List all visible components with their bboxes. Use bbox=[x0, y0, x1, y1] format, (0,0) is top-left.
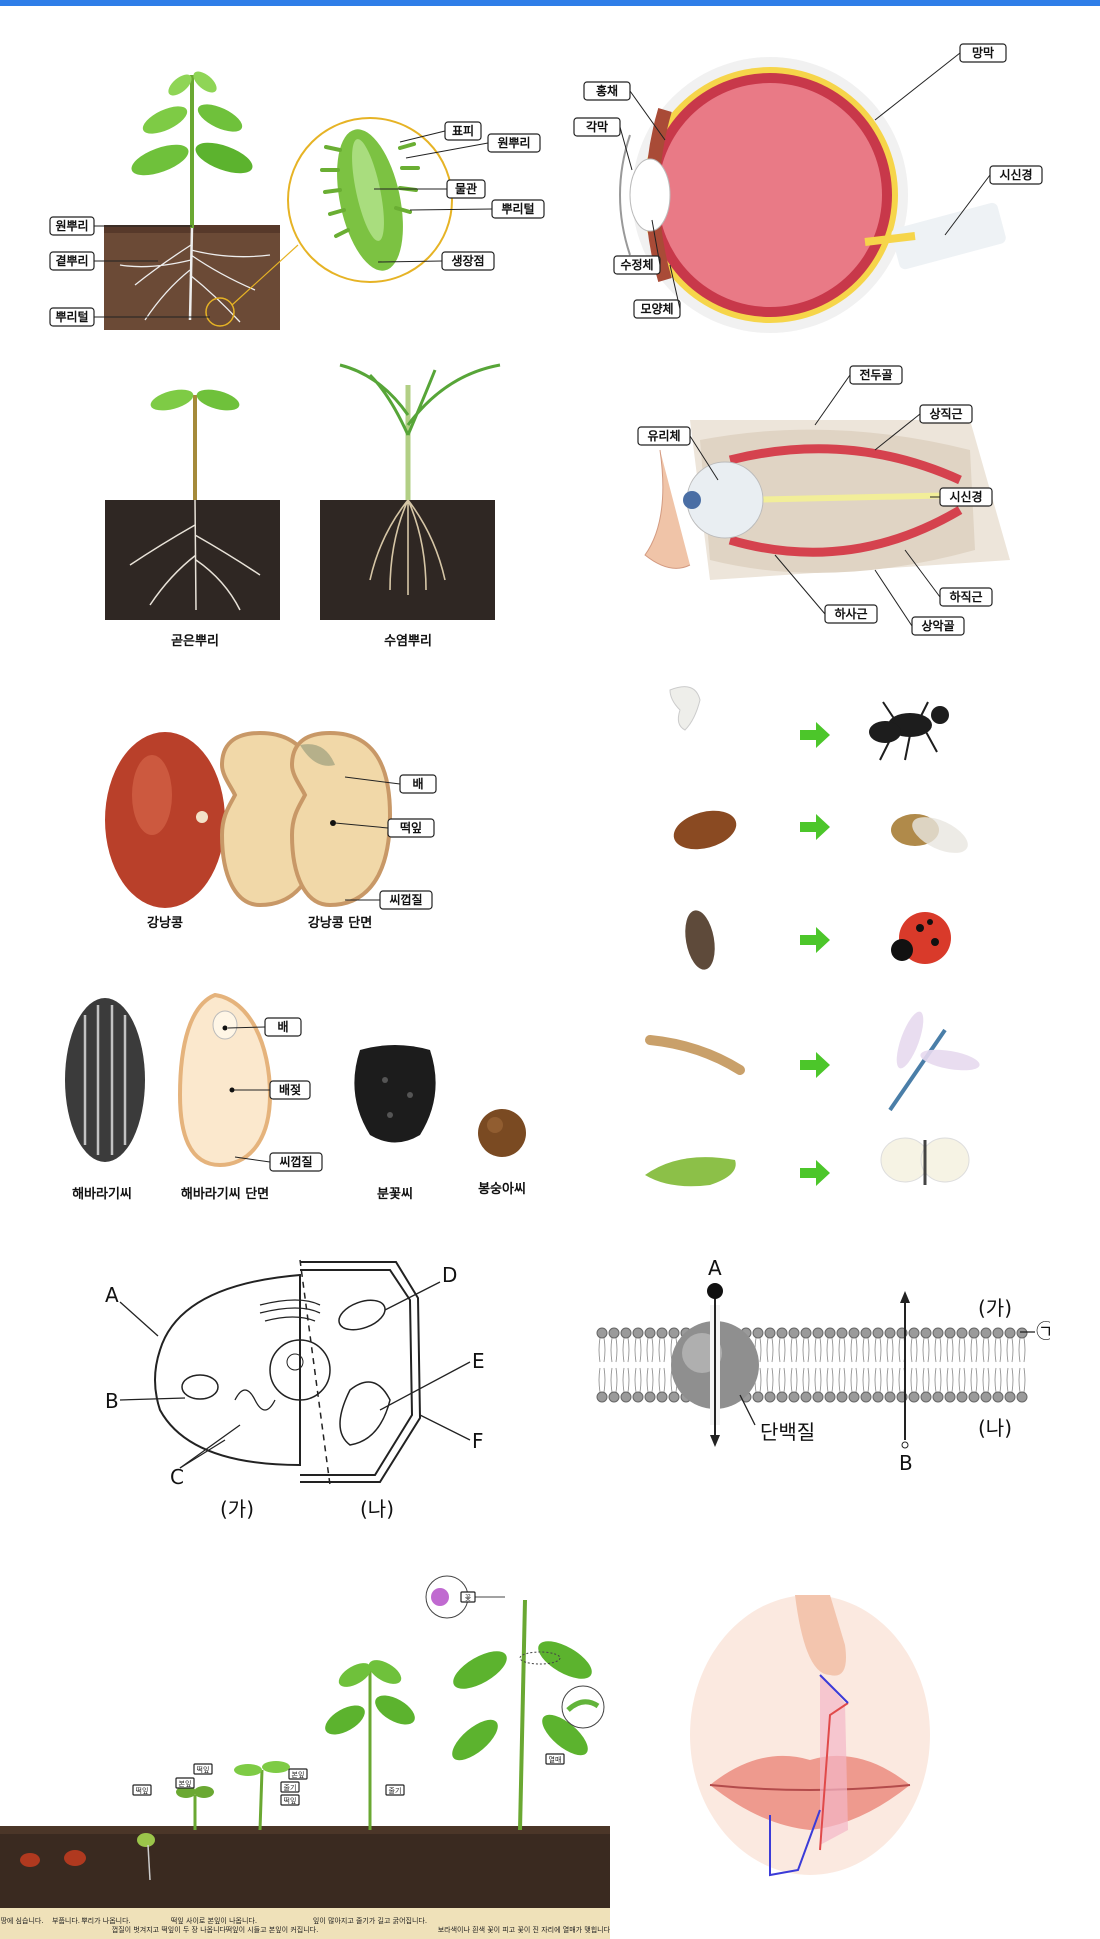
muscle-label-frontal-bone: 전두골 bbox=[859, 367, 892, 382]
growth-label-9: 열매 bbox=[549, 1756, 562, 1764]
eye-label-lens: 수정체 bbox=[620, 257, 653, 272]
eye-label-cornea: 각막 bbox=[586, 119, 608, 134]
muscle-label-superior-rectus: 상직근 bbox=[929, 406, 962, 421]
caption-four-oclock-seed: 분꽃씨 bbox=[377, 1187, 413, 1202]
root-structure-illustration: 원뿌리 곁뿌리 뿌리털 표피 원뿌리 물관 뿌리털 생장점 bbox=[49, 71, 545, 330]
membrane-label-protein: 단백질 bbox=[760, 1420, 815, 1444]
root-label-main: 원뿌리 bbox=[55, 218, 88, 233]
insect-illustration bbox=[645, 686, 980, 1187]
lips-panel bbox=[680, 1585, 940, 1885]
eye-label-ciliary-body: 모양체 bbox=[640, 301, 673, 316]
muscle-label-inferior-rectus: 하직근 bbox=[949, 589, 982, 604]
root-label-hair: 뿌리털 bbox=[55, 309, 88, 324]
insect-metamorphosis-panel bbox=[640, 670, 1020, 1210]
eye-structure-illustration: 망막 홍채 각막 시신경 수정체 모양체 bbox=[573, 43, 1043, 333]
insect-row-ant bbox=[669, 686, 949, 761]
top-accent-bar bbox=[0, 0, 1100, 6]
zoom-label-epidermis: 표피 bbox=[452, 123, 474, 138]
growth-label-5: 줄기 bbox=[284, 1783, 297, 1792]
seed-label-seed-coat: 씨껍질 bbox=[279, 1155, 312, 1169]
eye-muscle-illustration: 전두골 상직근 유리체 시신경 하직근 하사근 상악골 bbox=[637, 365, 1010, 636]
cell-diagram: A B C D E F (가) (나) bbox=[105, 1259, 485, 1521]
zoom-label-main-root: 원뿌리 bbox=[497, 135, 530, 150]
plant-growth-panel: 떡잎 본잎 떡잎 본잎 줄기 떡잎 줄기 꽃 열매 땅에 심습니다. 부풉니다.… bbox=[0, 1560, 610, 1939]
insect-row-butterfly bbox=[645, 1137, 970, 1187]
caption-sunflower-seed: 해바라기씨 bbox=[72, 1186, 132, 1202]
membrane-label-giyeok: ㉠ bbox=[1036, 1319, 1050, 1343]
cell-letter-a: A bbox=[105, 1283, 119, 1307]
caption-balsam-seed: 봉숭아씨 bbox=[478, 1181, 526, 1197]
cell-diagram-panel: A B C D E F (가) (나) bbox=[100, 1250, 520, 1530]
cell-letter-d: D bbox=[442, 1263, 457, 1287]
growth-label-4: 본잎 bbox=[292, 1771, 305, 1779]
cell-part-na: (나) bbox=[360, 1497, 394, 1521]
plant-growth-illustration: 떡잎 본잎 떡잎 본잎 줄기 떡잎 줄기 꽃 열매 땅에 심습니다. 부풉니다.… bbox=[0, 1575, 610, 1939]
growth-label-1: 떡잎 bbox=[136, 1786, 149, 1795]
caption-tap-root: 곧은뿌리 bbox=[171, 633, 219, 649]
growth-caption-6: 떡잎이 시들고 본잎이 커집니다. bbox=[226, 1925, 319, 1934]
growth-caption-2: 부풉니다. bbox=[52, 1916, 80, 1925]
eye-label-optic-nerve: 시신경 bbox=[999, 167, 1032, 182]
zoom-label-root-hair: 뿌리털 bbox=[501, 201, 534, 216]
growth-label-7: 줄기 bbox=[389, 1786, 402, 1795]
bean-illustration: 배 떡잎 씨껍질 강낭콩 강낭콩 단면 bbox=[105, 730, 437, 931]
membrane-label-b: B bbox=[899, 1451, 913, 1475]
cell-membrane-diagram: A B (가) (나) ㉠ 단백질 bbox=[596, 1256, 1050, 1475]
eye-label-iris: 홍채 bbox=[596, 83, 618, 98]
root-structure-panel: 원뿌리 곁뿌리 뿌리털 표피 원뿌리 물관 뿌리털 생장점 bbox=[40, 30, 550, 350]
root-types-illustration: 곧은뿌리 수염뿌리 bbox=[105, 363, 501, 649]
bean-label-embryo: 배 bbox=[412, 776, 423, 791]
membrane-label-na: (나) bbox=[978, 1416, 1012, 1440]
root-types-panel: 곧은뿌리 수염뿌리 bbox=[90, 355, 530, 655]
muscle-label-inferior-oblique: 하사근 bbox=[834, 606, 867, 621]
growth-caption-1: 땅에 심습니다. bbox=[0, 1916, 43, 1925]
cell-part-ga: (가) bbox=[220, 1497, 254, 1521]
cell-letter-e: E bbox=[472, 1349, 485, 1373]
growth-caption-5: 떡잎 사이로 본잎이 나옵니다. bbox=[171, 1916, 257, 1925]
growth-caption-8: 보라색이나 흰색 꽃이 피고 꽃이 진 자리에 열매가 맺힙니다. bbox=[438, 1925, 610, 1934]
insect-row-dragonfly bbox=[645, 1011, 980, 1112]
caption-sunflower-seed-section: 해바라기씨 단면 bbox=[181, 1186, 269, 1202]
cell-letter-c: C bbox=[170, 1465, 184, 1489]
growth-caption-3: 뿌리가 나옵니다. bbox=[81, 1916, 131, 1925]
muscle-label-maxilla: 상악골 bbox=[921, 618, 954, 633]
bean-label-seed-coat: 씨껍질 bbox=[389, 893, 422, 907]
eye-label-retina: 망막 bbox=[972, 46, 994, 60]
zoom-label-growing-point: 생장점 bbox=[451, 253, 484, 268]
eye-structure-panel: 망막 홍채 각막 시신경 수정체 모양체 bbox=[570, 30, 1050, 340]
insect-row-ladybug bbox=[685, 910, 951, 970]
cell-letter-f: F bbox=[472, 1429, 484, 1453]
cell-membrane-panel: A B (가) (나) ㉠ 단백질 bbox=[590, 1255, 1050, 1485]
phospholipid-layer bbox=[596, 1327, 1028, 1403]
growth-caption-4: 껍질이 벗겨지고 떡잎이 두 장 나옵니다. bbox=[112, 1925, 228, 1934]
cell-letter-b: B bbox=[105, 1389, 119, 1413]
lips-illustration bbox=[690, 1595, 930, 1877]
growth-label-8: 꽃 bbox=[465, 1594, 472, 1602]
growth-label-6: 떡잎 bbox=[284, 1796, 297, 1805]
eye-muscle-panel: 전두골 상직근 유리체 시신경 하직근 하사근 상악골 bbox=[630, 360, 1050, 640]
growth-caption-7: 잎이 많아지고 줄기가 길고 굵어집니다. bbox=[313, 1916, 427, 1925]
growth-label-3: 떡잎 bbox=[197, 1765, 210, 1774]
muscle-label-optic-nerve: 시신경 bbox=[949, 489, 982, 504]
muscle-label-vitreous: 유리체 bbox=[647, 428, 680, 443]
seeds-illustration: 배 배젖 씨껍질 해바라기씨 해바라기씨 단면 분꽃씨 봉숭아씨 bbox=[65, 992, 526, 1202]
caption-fibrous-root: 수염뿌리 bbox=[384, 633, 432, 649]
bean-label-cotyledon: 떡잎 bbox=[400, 820, 422, 835]
membrane-label-ga: (가) bbox=[978, 1296, 1012, 1320]
root-label-lateral: 곁뿌리 bbox=[55, 253, 88, 268]
zoom-label-xylem: 물관 bbox=[455, 181, 477, 196]
seed-label-embryo: 배 bbox=[277, 1019, 288, 1034]
seeds-panel: 배 배젖 씨껍질 해바라기씨 해바라기씨 단면 분꽃씨 봉숭아씨 bbox=[40, 985, 560, 1215]
seed-label-endosperm: 배젖 bbox=[279, 1082, 301, 1097]
insect-row-fly bbox=[673, 810, 968, 853]
caption-kidney-bean: 강낭콩 bbox=[147, 915, 183, 931]
bean-panel: 배 떡잎 씨껍질 강낭콩 강낭콩 단면 bbox=[90, 715, 510, 945]
membrane-label-a: A bbox=[708, 1256, 722, 1280]
growth-label-2: 본잎 bbox=[179, 1780, 192, 1788]
caption-kidney-bean-section: 강낭콩 단면 bbox=[308, 915, 372, 931]
